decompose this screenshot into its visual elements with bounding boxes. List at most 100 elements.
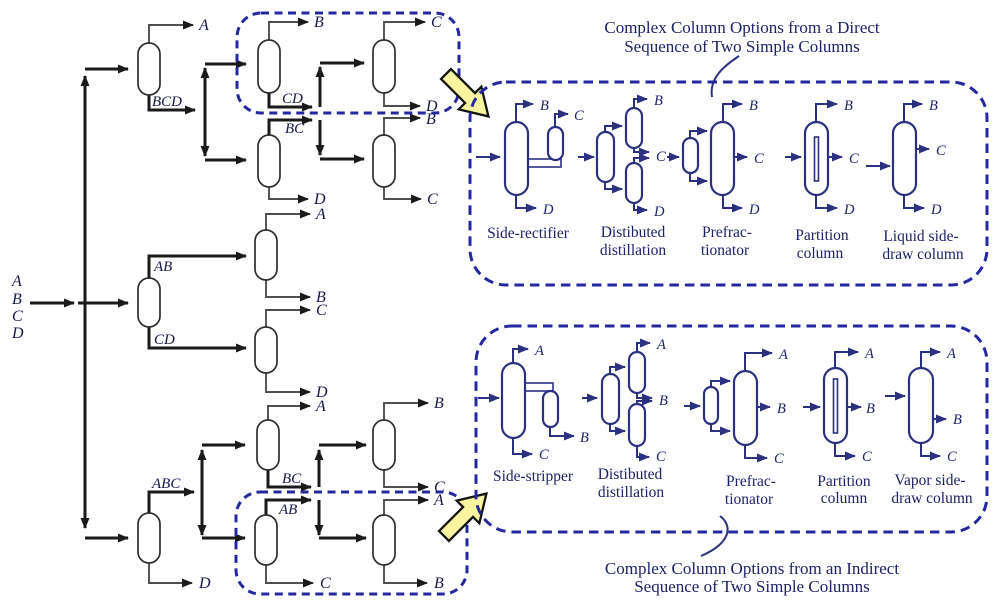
option-caption-line2: distillation xyxy=(598,484,665,501)
product-label-b: B xyxy=(844,98,853,114)
product-line xyxy=(148,563,193,588)
internal-partition-wall xyxy=(832,378,839,434)
flow-line-cd-mid xyxy=(147,327,247,353)
feed-label-c: C xyxy=(12,308,23,325)
feed-label-d: D xyxy=(11,325,24,342)
callout-arrows xyxy=(437,67,490,543)
flow-line xyxy=(710,376,731,387)
side-draw-column xyxy=(907,366,935,445)
product-line xyxy=(633,203,648,215)
option-caption-line1: Distibuted xyxy=(601,224,666,241)
column-b-cd xyxy=(257,39,281,94)
product-label-b: B xyxy=(580,430,589,446)
product-line xyxy=(834,443,856,461)
product-label-c: C xyxy=(656,149,666,165)
feed-trunk-lines xyxy=(30,64,129,543)
option-caption-line2: draw column xyxy=(882,246,964,263)
product-label-c: C xyxy=(574,108,584,124)
yellow-arrow-icon xyxy=(439,67,490,118)
product-line xyxy=(554,109,569,127)
column-c-d xyxy=(372,39,396,94)
flow-line-cd xyxy=(267,93,313,112)
product-line xyxy=(920,347,941,368)
product-label-c: C xyxy=(320,575,331,592)
product-label-d: D xyxy=(198,575,211,592)
column-abc-d xyxy=(137,512,161,564)
product-label-c: C xyxy=(539,447,549,463)
product-label-c: C xyxy=(427,191,438,208)
product-label-c: C xyxy=(849,151,859,167)
product-line xyxy=(920,443,941,461)
simple-columns xyxy=(137,39,396,566)
product-label-b: B xyxy=(434,575,444,592)
upper-column xyxy=(624,106,644,150)
option-caption-line2: column xyxy=(821,490,868,507)
product-line xyxy=(148,20,194,43)
option-partition-column-indirect: A B C Partition column xyxy=(803,346,875,507)
indirect-box-border xyxy=(474,324,989,534)
column-bc-d xyxy=(257,134,281,188)
product-line xyxy=(383,565,428,588)
lower-column xyxy=(624,161,644,205)
callout-arrow-direct xyxy=(439,67,490,118)
junction-lines xyxy=(147,58,367,543)
callout-arrow-indirect xyxy=(437,492,488,543)
product-label-a: A xyxy=(946,346,956,362)
option-caption-line1: Distibuted xyxy=(598,466,663,483)
product-line xyxy=(722,195,743,213)
option-prefractionator: B C D Prefrac- tionator xyxy=(667,98,764,259)
product-line xyxy=(265,373,311,397)
product-label-d: D xyxy=(542,202,554,218)
product-line xyxy=(903,195,925,213)
direct-box-title-line1: Complex Column Options from a Direct xyxy=(604,18,880,37)
product-label-c: C xyxy=(656,449,666,465)
side-draw-column xyxy=(891,120,918,197)
stream-label-bcd: BCD xyxy=(152,94,182,110)
product-label-b: B xyxy=(314,14,324,31)
product-label-d: D xyxy=(748,202,760,218)
product-label-b: B xyxy=(316,289,326,306)
option-side-rectifier: B C D Side-rectifier xyxy=(476,98,584,242)
product-line xyxy=(636,338,651,352)
option-caption: Side-rectifier xyxy=(487,225,570,242)
stream-label-bc: BC xyxy=(285,121,305,137)
product-line xyxy=(265,280,311,302)
product-line xyxy=(834,347,859,368)
flow-line xyxy=(609,424,626,436)
product-line xyxy=(512,344,529,363)
feed-component-labels: A B C D xyxy=(11,273,24,342)
main-column xyxy=(500,361,527,440)
title-connector xyxy=(710,55,740,98)
direct-options-box: Complex Column Options from a Direct Seq… xyxy=(468,18,989,287)
option-caption-line1: Partition xyxy=(795,227,849,244)
stream-label-bc-bot: BC xyxy=(282,471,302,487)
main-column xyxy=(732,369,759,447)
product-label-a: A xyxy=(778,347,788,363)
option-caption-line2: distillation xyxy=(600,242,667,259)
product-line xyxy=(633,94,648,108)
product-label-c: C xyxy=(316,302,327,319)
product-label-c: C xyxy=(862,449,872,465)
option-caption-line1: Prefrac- xyxy=(702,224,752,241)
product-label-c: C xyxy=(431,14,442,31)
flow-line xyxy=(604,182,623,194)
product-line xyxy=(383,187,422,204)
flow-line xyxy=(710,424,731,436)
product-label-d: D xyxy=(930,202,942,218)
stream-label-cd: CD xyxy=(282,91,303,107)
product-label-c: C xyxy=(774,451,784,467)
sequence-tree: A B C D xyxy=(11,11,469,596)
product-line xyxy=(633,153,650,163)
product-line xyxy=(815,99,838,122)
product-label-b: B xyxy=(777,401,786,417)
product-line xyxy=(383,398,429,420)
product-line xyxy=(744,348,773,371)
stream-label-cd-mid: CD xyxy=(154,332,175,348)
option-caption-line1: Vapor side- xyxy=(894,472,965,489)
product-label-b: B xyxy=(929,98,938,114)
flow-line xyxy=(604,121,623,132)
option-prefractionator-indirect: A B C Prefrac- tionator xyxy=(684,347,788,508)
product-line xyxy=(265,565,314,588)
product-line xyxy=(267,401,311,420)
